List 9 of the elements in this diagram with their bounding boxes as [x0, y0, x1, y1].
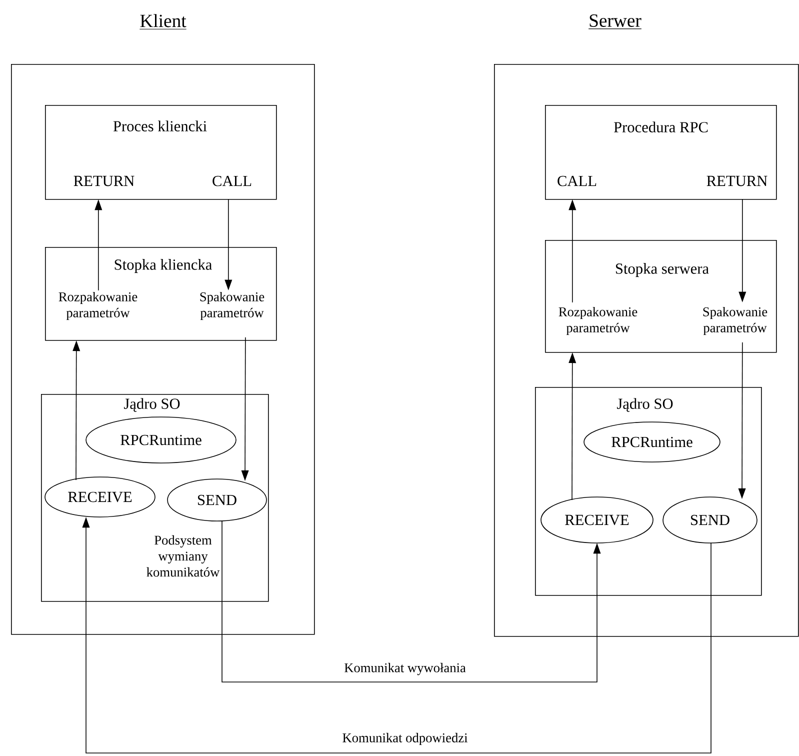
node-label: Serwer [590, 14, 642, 27]
process-box: Procedura RPC CALL RETURN [545, 105, 777, 200]
process-box: Proces kliencki RETURN CALL [45, 105, 277, 200]
node-label: Klient [140, 14, 186, 28]
edge-label: Komunikat odpowiedzi [340, 732, 470, 746]
stub-box: Stopka kliencka Rozpakowanie parametrów Spakowanie parametrów [45, 247, 277, 341]
stub-box: Stopka serwera Rozpakowanie parametrów Spakowanie parametrów [545, 240, 777, 353]
edge-label: Komunikat wywołania [342, 662, 468, 676]
arrow [222, 520, 601, 682]
